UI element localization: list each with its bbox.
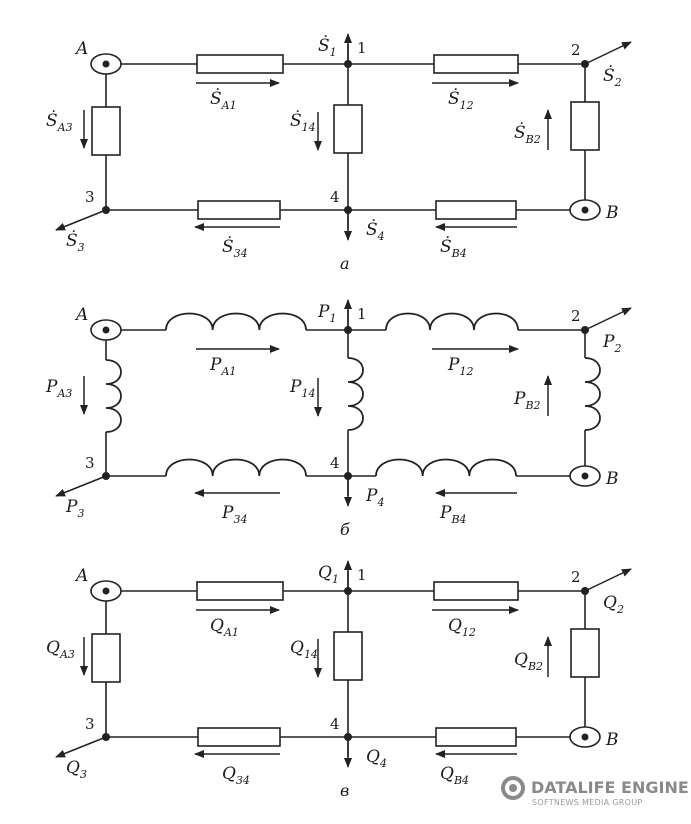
watermark-subtitle: SOFTNEWS MEDIA GROUP bbox=[532, 798, 643, 807]
element-B4 bbox=[375, 458, 517, 477]
load-label-3: P3 bbox=[65, 497, 84, 520]
watermark-title: DATALIFE ENGINE bbox=[531, 778, 689, 797]
load-label-2: Q2 bbox=[603, 593, 624, 616]
branch-label-B4: ṠB4 bbox=[440, 236, 467, 260]
node-label-A: A bbox=[74, 566, 88, 586]
node-label-4: 4 bbox=[330, 715, 340, 733]
element-12 bbox=[433, 54, 519, 74]
branch-label-12: Q12 bbox=[448, 616, 476, 639]
load-label-3: Ṡ3 bbox=[66, 230, 85, 254]
branch-label-12: Ṡ12 bbox=[448, 88, 474, 112]
node-label-1: 1 bbox=[357, 39, 367, 57]
branch-label-34: P34 bbox=[221, 503, 247, 526]
branch-label-A3: ṠA3 bbox=[46, 110, 73, 134]
node-label-B: B bbox=[605, 469, 619, 489]
node-label-4: 4 bbox=[330, 454, 340, 472]
node-label-A: A bbox=[74, 305, 88, 325]
element-34 bbox=[165, 458, 307, 477]
branch-label-12: P12 bbox=[447, 355, 473, 378]
source-B bbox=[569, 726, 601, 748]
load-arrow-3 bbox=[55, 209, 107, 231]
element-A3 bbox=[91, 633, 121, 683]
element-A3 bbox=[105, 359, 122, 433]
load-arrow-2 bbox=[584, 307, 632, 331]
element-12 bbox=[385, 312, 519, 331]
node-label-A: A bbox=[74, 39, 88, 59]
load-label-1: Q1 bbox=[318, 563, 339, 586]
element-B2 bbox=[570, 101, 600, 151]
load-label-2: P2 bbox=[602, 332, 621, 355]
node-label-3: 3 bbox=[85, 188, 95, 206]
branch-label-B2: PB2 bbox=[513, 389, 541, 412]
node-label-2: 2 bbox=[571, 307, 581, 325]
load-arrow-2 bbox=[584, 568, 632, 592]
node-label-3: 3 bbox=[85, 454, 95, 472]
branch-label-B4: PB4 bbox=[439, 503, 467, 526]
source-B bbox=[569, 465, 601, 487]
branch-label-A1: ṠA1 bbox=[210, 88, 237, 112]
load-label-4: Ṡ4 bbox=[366, 219, 385, 243]
diagram-caption: б bbox=[340, 520, 350, 539]
node-label-2: 2 bbox=[571, 41, 581, 59]
node-label-4: 4 bbox=[330, 188, 340, 206]
branch-label-A3: QA3 bbox=[46, 638, 75, 661]
node-label-B: B bbox=[605, 730, 619, 750]
branch-label-B2: QB2 bbox=[514, 650, 543, 673]
element-B2 bbox=[584, 357, 601, 431]
element-34 bbox=[197, 727, 281, 747]
branch-label-B4: QB4 bbox=[440, 764, 469, 787]
element-B2 bbox=[570, 628, 600, 678]
source-A bbox=[90, 53, 122, 75]
element-B4 bbox=[435, 727, 517, 747]
source-B bbox=[569, 199, 601, 221]
load-label-3: Q3 bbox=[66, 758, 87, 781]
branch-label-B2: ṠB2 bbox=[514, 122, 541, 146]
load-label-4: Q4 bbox=[366, 747, 387, 770]
branch-label-14: Ṡ14 bbox=[290, 110, 316, 134]
node-2 bbox=[581, 60, 589, 68]
source-A bbox=[90, 580, 122, 602]
node-label-2: 2 bbox=[571, 568, 581, 586]
load-arrow-3 bbox=[55, 736, 107, 758]
load-arrow-2 bbox=[584, 41, 632, 65]
load-arrow-3 bbox=[55, 475, 107, 497]
branch-label-14: P14 bbox=[289, 377, 315, 400]
branch-label-34: Ṡ34 bbox=[222, 236, 248, 260]
node-label-1: 1 bbox=[357, 566, 367, 584]
node-label-1: 1 bbox=[357, 305, 367, 323]
diagram-caption: а bbox=[340, 254, 350, 273]
element-A3 bbox=[91, 106, 121, 156]
load-label-1: Ṡ1 bbox=[318, 35, 337, 59]
watermark-logo-icon bbox=[501, 776, 525, 800]
element-B4 bbox=[435, 200, 517, 220]
element-14 bbox=[347, 357, 364, 431]
element-A1 bbox=[165, 312, 307, 331]
element-14 bbox=[333, 631, 363, 681]
branch-label-34: Q34 bbox=[222, 764, 250, 787]
node-label-B: B bbox=[605, 203, 619, 223]
diagram-caption: в bbox=[340, 781, 349, 800]
load-label-1: P1 bbox=[317, 302, 336, 325]
element-14 bbox=[333, 104, 363, 154]
branch-label-14: Q14 bbox=[290, 638, 318, 661]
load-label-2: Ṡ2 bbox=[603, 65, 622, 89]
branch-label-A1: PA1 bbox=[209, 355, 236, 378]
watermark: DATALIFE ENGINE SOFTNEWS MEDIA GROUP bbox=[501, 776, 689, 807]
node-label-3: 3 bbox=[85, 715, 95, 733]
branch-label-A1: QA1 bbox=[210, 616, 239, 639]
branch-label-A3: PA3 bbox=[45, 377, 72, 400]
element-12 bbox=[433, 581, 519, 601]
element-A1 bbox=[196, 54, 284, 74]
source-A bbox=[90, 319, 122, 341]
element-34 bbox=[197, 200, 281, 220]
element-A1 bbox=[196, 581, 284, 601]
load-label-4: P4 bbox=[365, 486, 384, 509]
